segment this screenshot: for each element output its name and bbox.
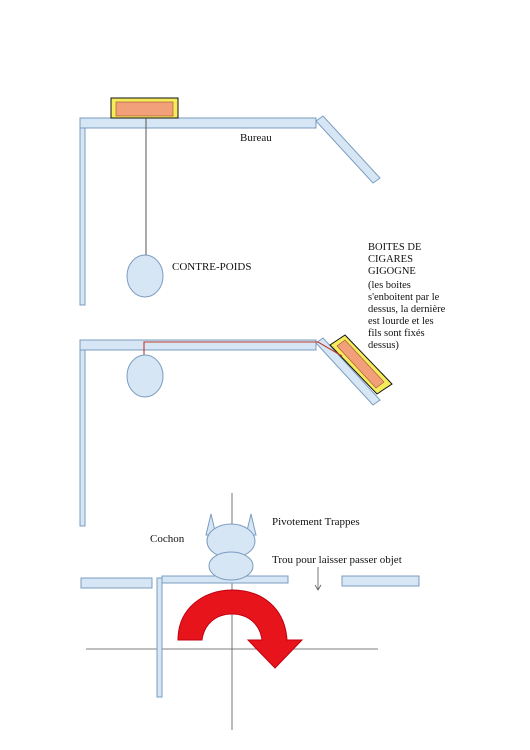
trapdoor-support-post [156,577,163,698]
boites-note-line: BOITES DE [368,242,421,253]
cigar-box-slid-inner [336,339,385,389]
boites-note-line: GIGOGNE [368,266,416,277]
scene-triggered [79,334,393,527]
boites-note-line: CIGARES [368,254,413,265]
label-contre-poids: CONTRE-POIDS [172,261,251,273]
boites-note-line: dessus, la dernière [368,304,446,315]
desk-top-panel [79,117,317,129]
pig-body [208,551,254,581]
counterweight-top [126,254,164,298]
pig-figure [205,513,257,581]
boites-note-line: est lourde et les [368,316,434,327]
trapdoor-left-panel [80,577,153,589]
boites-note-line: fils sont fixés [368,328,425,339]
scene-trapdoor: Cochon Pivotement Trappes Trou pour lais… [80,493,420,730]
rotation-arrow-icon [177,589,304,669]
boites-note: BOITES DE CIGARES GIGOGNE (les boites s'… [368,242,448,351]
desk-middle-panel [79,339,317,351]
label-bureau: Bureau [240,132,272,144]
boites-note-line: dessus) [368,340,399,351]
boites-note-line: (les boites [368,280,411,291]
desk-flap-hanging [315,115,381,184]
desk-flap-lowered [315,337,381,406]
drop-arrow-head [314,584,322,591]
label-trou: Trou pour laisser passer objet [272,554,402,566]
scene-rest: Bureau CONTRE-POIDS [79,97,381,306]
wall-post-middle [79,349,86,527]
label-pivotement: Pivotement Trappes [272,516,360,528]
cigar-box-inner [115,101,174,117]
trapdoor-right-panel [341,575,420,587]
counterweight-middle [126,354,164,398]
wall-post-top [79,127,86,306]
boites-note-line: s'enboitent par le [368,292,440,303]
label-cochon: Cochon [150,533,185,545]
counterweight-wire-red [143,341,343,358]
